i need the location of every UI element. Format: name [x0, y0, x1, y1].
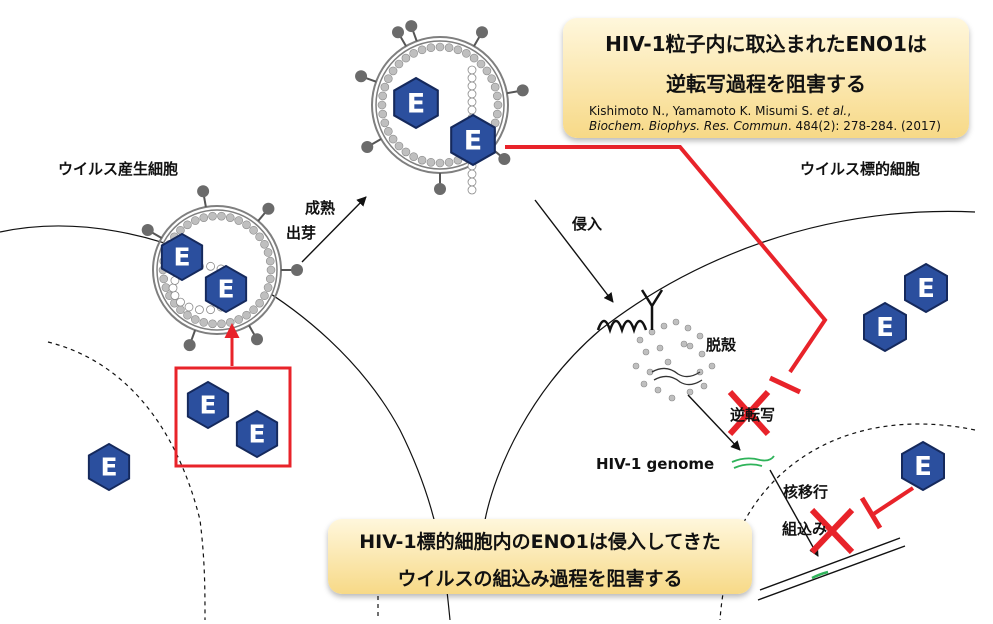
ref-comma: ,	[847, 104, 852, 118]
reverse-transcription-label: 逆転写	[730, 406, 776, 424]
maturation-label: 成熟	[305, 199, 336, 217]
inhibition-line-cellular-eno1	[870, 486, 915, 517]
reference-citation: Kishimoto N., Yamamoto K. Misumi S. et a…	[589, 104, 941, 134]
coreceptor-y	[640, 289, 664, 330]
ref-volume: . 484(2): 278-284. (2017)	[787, 119, 941, 133]
block-x-reverse-transcription	[727, 389, 771, 437]
mature-virion	[355, 20, 529, 195]
uncoated-rna-strands	[651, 367, 703, 386]
uncoated-capsid-debris	[632, 318, 716, 402]
eno1-cellular-1	[186, 380, 230, 430]
entry-label: 侵入	[572, 215, 603, 233]
ref-authors: Kishimoto N., Yamamoto K. Misumi S.	[589, 104, 817, 118]
callout-particle-eno1: HIV-1粒子内に取込まれたENO1は 逆転写過程を阻害する Kishimoto…	[563, 18, 969, 138]
host-dna	[757, 537, 906, 601]
target-cell-membrane	[484, 210, 976, 521]
eno1-target-nucleus	[901, 441, 945, 491]
cd4-receptor-coil	[596, 319, 648, 334]
callout-top-line2: 逆転写過程を阻害する	[666, 72, 866, 96]
inhibition-bar-integration	[859, 496, 883, 530]
callout-cellular-eno1: HIV-1標的細胞内のENO1は侵入してきた ウイルスの組込み過程を阻害する	[328, 519, 752, 594]
ref-etal: et al.	[816, 104, 848, 118]
viral-genome-rna	[731, 455, 775, 469]
nuclear-import-arrow	[769, 469, 819, 557]
target-cell-label: ウイルス標的細胞	[800, 160, 921, 178]
eno1-target-cytoplasm-2	[863, 302, 907, 352]
budding-label: 出芽	[286, 224, 317, 242]
reverse-transcription-arrow	[687, 394, 741, 451]
callout-top-line1: HIV-1粒子内に取込まれたENO1は	[605, 32, 927, 56]
hiv-genome-label: HIV-1 genome	[596, 455, 715, 473]
eno1-target-cytoplasm-1	[904, 263, 948, 313]
inhibition-line-particle-eno1	[505, 145, 828, 374]
producer-cell-nucleus-membrane	[47, 341, 206, 621]
cellular-eno1-box	[174, 366, 292, 468]
callout-bottom-line2: ウイルスの組込み過程を阻害する	[397, 568, 683, 590]
integration-label: 組込み	[782, 520, 828, 538]
block-x-integration	[809, 507, 855, 555]
eno1-cellular-2	[235, 409, 279, 459]
integrated-provirus	[811, 570, 829, 580]
nuclear-import-label: 核移行	[783, 483, 829, 501]
producer-cell-label: ウイルス産生細胞	[58, 160, 179, 178]
eno1-producer-cytoplasm	[87, 442, 131, 492]
entry-arrow	[534, 199, 614, 303]
inhibition-bar-reverse-transcription	[768, 375, 802, 395]
callout-bottom-line1: HIV-1標的細胞内のENO1は侵入してきた	[359, 531, 721, 553]
uncoating-label: 脱殻	[706, 336, 737, 354]
budding-arrow	[301, 196, 367, 263]
ref-journal: Biochem. Biophys. Res. Commun	[589, 119, 788, 133]
